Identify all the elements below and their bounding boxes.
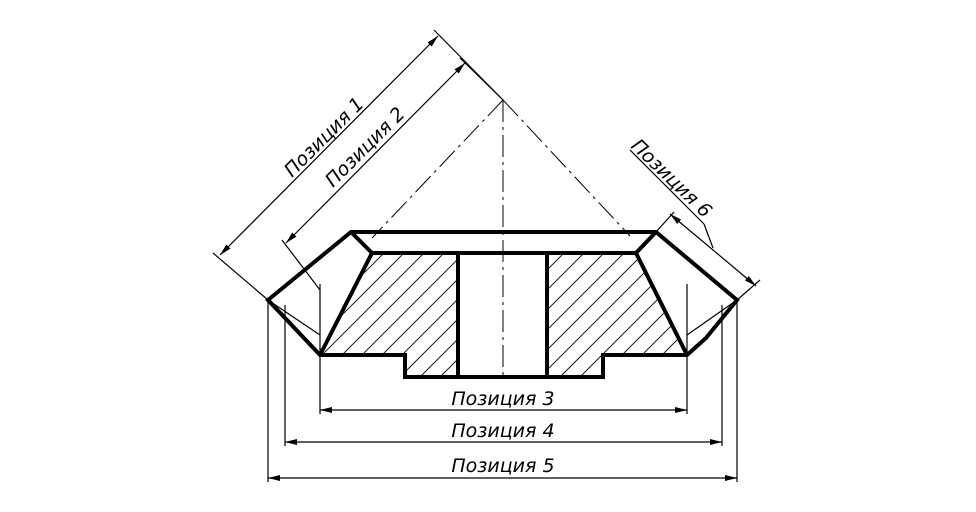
dimension-lines [219, 35, 757, 481]
label-position-6: Позиция 6 [627, 135, 717, 223]
leader-position-6 [703, 223, 714, 249]
label-position-5: Позиция 5 [451, 455, 554, 477]
section-hatching-right [547, 253, 687, 377]
dimension-line-position-2 [285, 62, 466, 244]
extension-lines [212, 29, 761, 482]
label-position-3: Позиция 3 [451, 388, 554, 410]
leader-underline-position-6 [629, 149, 705, 225]
section-hatching-left [320, 253, 458, 377]
center-axis-lines [371, 99, 631, 377]
label-position-4: Позиция 4 [451, 420, 554, 442]
dimension-line-position-6 [669, 213, 757, 287]
